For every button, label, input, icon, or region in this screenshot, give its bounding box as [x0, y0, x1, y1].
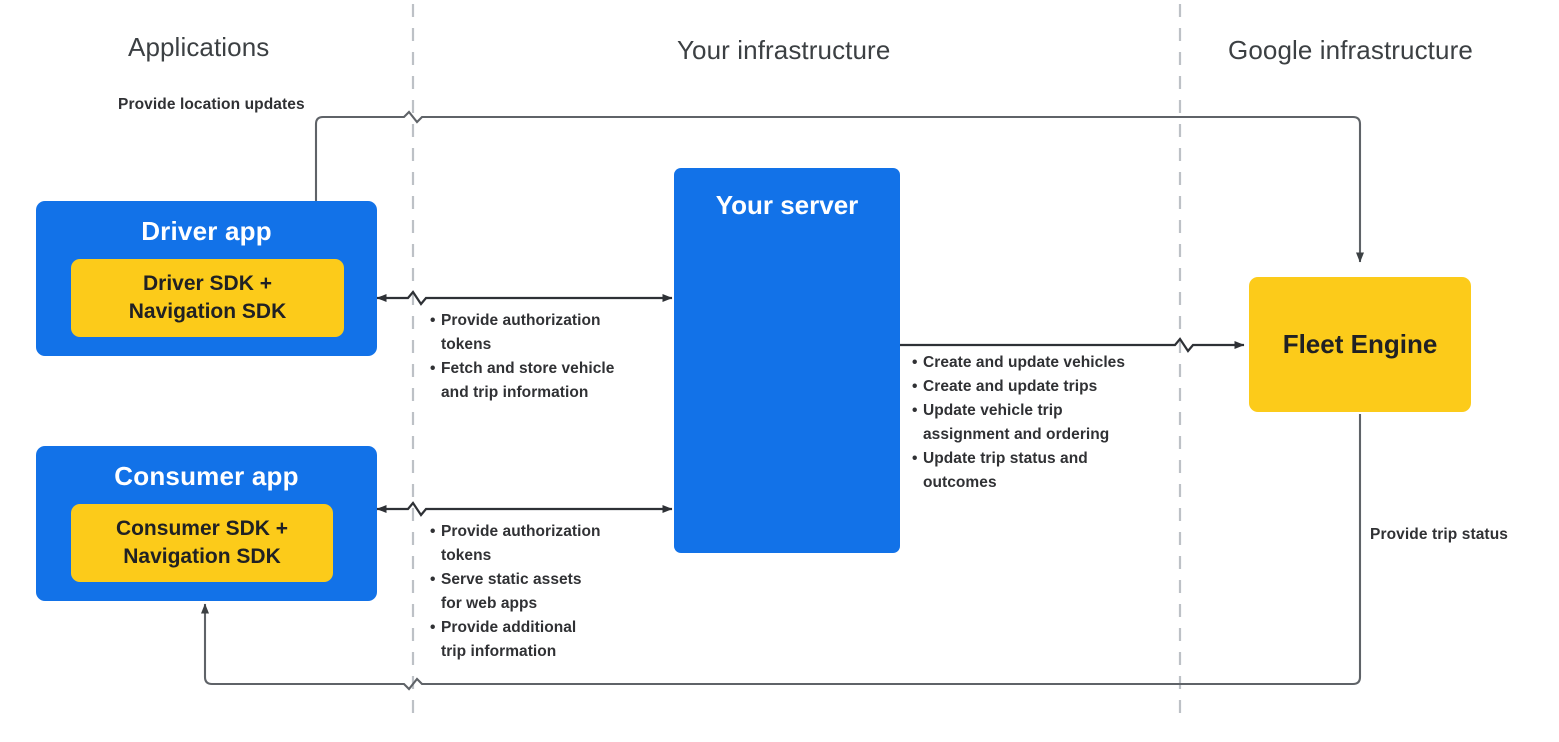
node-consumer-sdk[interactable]: Consumer SDK + Navigation SDK: [71, 504, 333, 582]
consumer-sdk-label: Consumer SDK + Navigation SDK: [115, 517, 289, 568]
list-item: Update vehicle trip assignment and order…: [912, 399, 1177, 447]
connector-consumer-server-bidirectional: [376, 501, 673, 517]
column-header-google-infrastructure: Google infrastructure: [1228, 35, 1473, 65]
list-item: Update trip status and outcomes: [912, 447, 1177, 495]
connector-server-to-fleet-engine: [900, 337, 1245, 353]
list-item: Serve static assets for web apps: [430, 568, 655, 616]
fleet-engine-label: Fleet Engine: [1282, 329, 1438, 359]
driver-app-title: Driver app: [141, 216, 272, 246]
list-item: Create and update trips: [912, 375, 1177, 399]
list-item: Provide authorization tokens: [430, 309, 655, 357]
list-item: Fetch and store vehicle and trip informa…: [430, 357, 655, 405]
flow-server-fleet-engine-bullets: Create and update vehicles Create and up…: [912, 351, 1177, 495]
list-item: Provide additional trip information: [430, 616, 655, 664]
column-header-applications: Applications: [128, 32, 270, 62]
node-your-server[interactable]: Your server: [674, 168, 900, 553]
node-fleet-engine[interactable]: Fleet Engine: [1249, 277, 1471, 412]
annotation-provide-location-updates: Provide location updates: [118, 96, 305, 113]
annotation-provide-trip-status: Provide trip status: [1370, 526, 1508, 543]
list-item: Provide authorization tokens: [430, 520, 655, 568]
your-server-title: Your server: [715, 190, 859, 220]
node-driver-sdk[interactable]: Driver SDK + Navigation SDK: [71, 259, 344, 337]
connector-driver-server-bidirectional: [376, 290, 673, 306]
column-header-your-infrastructure: Your infrastructure: [677, 35, 891, 65]
flow-consumer-server-bullets: Provide authorization tokens Serve stati…: [430, 520, 655, 664]
list-item: Create and update vehicles: [912, 351, 1177, 375]
consumer-app-title: Consumer app: [114, 461, 299, 491]
flow-driver-server-bullets: Provide authorization tokens Fetch and s…: [430, 309, 655, 405]
driver-sdk-label: Driver SDK + Navigation SDK: [128, 272, 287, 323]
